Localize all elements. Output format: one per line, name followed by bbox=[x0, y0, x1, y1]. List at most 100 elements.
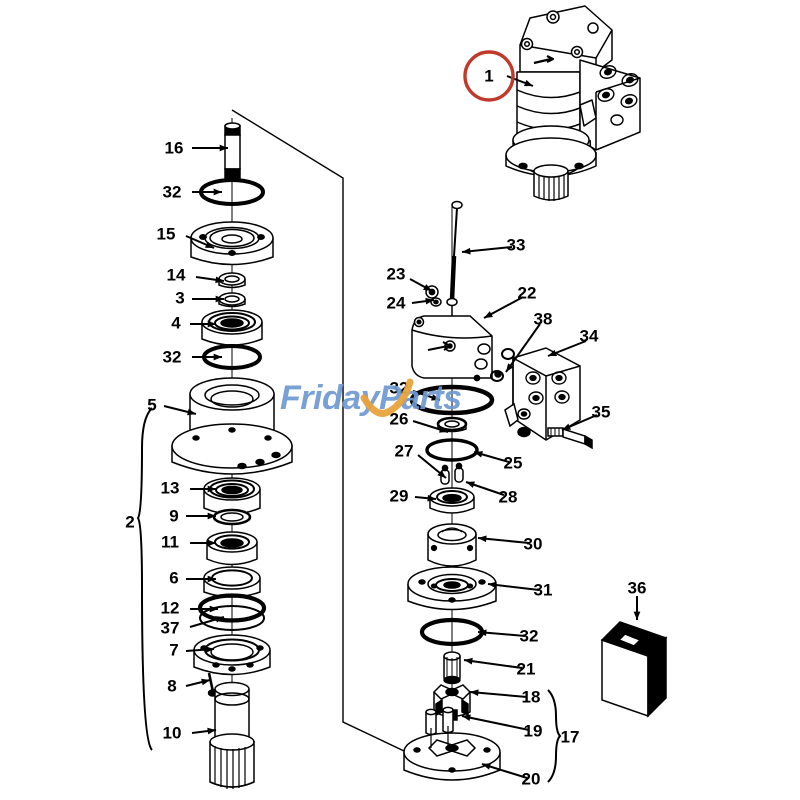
callout-31[interactable]: 31 bbox=[487, 581, 553, 600]
callout-30[interactable]: 30 bbox=[477, 535, 542, 554]
callout-6[interactable]: 6 bbox=[169, 569, 216, 588]
callout-28[interactable]: 28 bbox=[465, 481, 518, 507]
callout-arrowhead bbox=[215, 276, 224, 284]
callout-leader-line bbox=[461, 715, 530, 731]
callout-arrowhead bbox=[464, 657, 473, 665]
part-19-roller-pins bbox=[425, 706, 454, 736]
part-13-tapered-bearing bbox=[203, 477, 261, 515]
part-6-oil-seal-ring bbox=[203, 566, 261, 598]
part-28-check-balls bbox=[441, 462, 463, 472]
callout-number-label: 34 bbox=[580, 327, 599, 346]
callout-number-label: 36 bbox=[628, 579, 647, 598]
callout-37[interactable]: 37 bbox=[161, 616, 225, 638]
callout-19[interactable]: 19 bbox=[461, 714, 542, 741]
callout-35[interactable]: 35 bbox=[561, 403, 611, 431]
callout-24[interactable]: 24 bbox=[387, 294, 435, 313]
callout-15[interactable]: 15 bbox=[157, 225, 215, 249]
callout-4[interactable]: 4 bbox=[171, 314, 216, 333]
callout-7[interactable]: 7 bbox=[169, 641, 215, 660]
part-4-ball-bearing bbox=[201, 309, 263, 346]
callout-number-label: 35 bbox=[592, 403, 611, 422]
callout-22[interactable]: 22 bbox=[483, 284, 536, 319]
callout-32[interactable]: 32 bbox=[163, 348, 222, 367]
callout-arrowhead bbox=[462, 714, 471, 721]
callout-32[interactable]: 32 bbox=[163, 183, 222, 202]
callout-number-label: 24 bbox=[387, 294, 406, 313]
callout-number-label: 25 bbox=[504, 454, 523, 473]
callout-12[interactable]: 12 bbox=[161, 599, 218, 618]
callout-arrowhead bbox=[562, 423, 571, 430]
callout-number-label: 13 bbox=[161, 479, 180, 498]
left-column-parts bbox=[171, 118, 293, 789]
part-26-o-ring-small bbox=[436, 416, 468, 433]
callout-11[interactable]: 11 bbox=[161, 533, 216, 552]
callout-29[interactable]: 29 bbox=[390, 487, 437, 506]
callout-20[interactable]: 20 bbox=[481, 763, 541, 789]
callout-13[interactable]: 13 bbox=[161, 479, 216, 498]
callout-18[interactable]: 18 bbox=[469, 688, 541, 707]
callout-arrowhead bbox=[215, 616, 224, 623]
part-33-long-stud-bolt bbox=[449, 200, 463, 301]
callout-arrowhead bbox=[207, 512, 216, 520]
callout-38[interactable]: 38 bbox=[505, 310, 552, 373]
group-brace-2 bbox=[136, 407, 153, 751]
middle-column-parts bbox=[403, 200, 593, 781]
callout-arrowhead bbox=[470, 689, 479, 697]
callout-arrowhead bbox=[466, 481, 475, 488]
callout-number-label: 37 bbox=[161, 619, 180, 638]
callout-number-label: 18 bbox=[522, 688, 541, 707]
callout-8[interactable]: 8 bbox=[167, 677, 211, 696]
callout-10[interactable]: 10 bbox=[163, 724, 217, 743]
callout-arrowhead bbox=[207, 485, 216, 493]
callout-number-label: 1 bbox=[484, 67, 493, 86]
part-20-end-cap-disc bbox=[403, 726, 501, 781]
callout-arrowhead bbox=[548, 349, 557, 357]
callout-number-label: 31 bbox=[534, 581, 553, 600]
callout-arrowhead bbox=[213, 353, 222, 361]
callout-arrowhead bbox=[462, 247, 471, 255]
callout-arrowhead bbox=[437, 470, 446, 478]
callout-leader-line bbox=[487, 583, 540, 591]
callout-arrowhead bbox=[478, 535, 487, 543]
callout-5[interactable]: 5 bbox=[147, 396, 197, 416]
callout-arrowhead bbox=[425, 297, 434, 305]
callout-arrowhead bbox=[506, 363, 514, 372]
callout-14[interactable]: 14 bbox=[167, 266, 225, 285]
callout-arrowhead bbox=[431, 394, 440, 401]
callout-arrowhead bbox=[219, 144, 228, 152]
callout-17[interactable]: 17 bbox=[561, 728, 580, 747]
callout-leader-line bbox=[469, 691, 528, 698]
callout-number-label: 17 bbox=[561, 728, 580, 747]
callout-27[interactable]: 27 bbox=[395, 442, 447, 479]
part-1-swing-motor-assembly bbox=[505, 5, 641, 201]
callout-number-label: 20 bbox=[522, 770, 541, 789]
callout-number-label: 10 bbox=[163, 724, 182, 743]
callout-number-label: 8 bbox=[167, 677, 176, 696]
callout-highlight-circle bbox=[463, 50, 515, 102]
callout-21[interactable]: 21 bbox=[463, 657, 535, 679]
part-29-valve-plate bbox=[429, 487, 475, 514]
callout-arrowhead bbox=[427, 494, 436, 502]
callout-32[interactable]: 32 bbox=[477, 627, 538, 646]
callout-16[interactable]: 16 bbox=[165, 139, 228, 158]
callout-25[interactable]: 25 bbox=[473, 451, 523, 473]
callout-9[interactable]: 9 bbox=[169, 507, 216, 526]
callout-arrowhead bbox=[215, 295, 224, 303]
callout-number-label: 7 bbox=[169, 641, 178, 660]
callout-3[interactable]: 3 bbox=[175, 289, 224, 308]
part-11-roller-bearing bbox=[206, 531, 258, 566]
callout-number-label: 28 bbox=[499, 488, 518, 507]
callout-23[interactable]: 23 bbox=[387, 265, 433, 292]
part-25-o-ring-large bbox=[425, 438, 479, 462]
callout-arrowhead bbox=[633, 611, 641, 620]
callout-33[interactable]: 33 bbox=[461, 236, 525, 255]
group-divider-lines bbox=[231, 109, 445, 771]
callout-2[interactable]: 2 bbox=[125, 513, 134, 532]
callout-arrowhead bbox=[207, 320, 216, 328]
callout-1[interactable]: 1 bbox=[463, 50, 534, 102]
callout-number-label: 23 bbox=[387, 265, 406, 284]
callout-arrowhead bbox=[205, 241, 214, 248]
callout-36[interactable]: 36 bbox=[628, 579, 647, 621]
callout-34[interactable]: 34 bbox=[547, 327, 599, 357]
